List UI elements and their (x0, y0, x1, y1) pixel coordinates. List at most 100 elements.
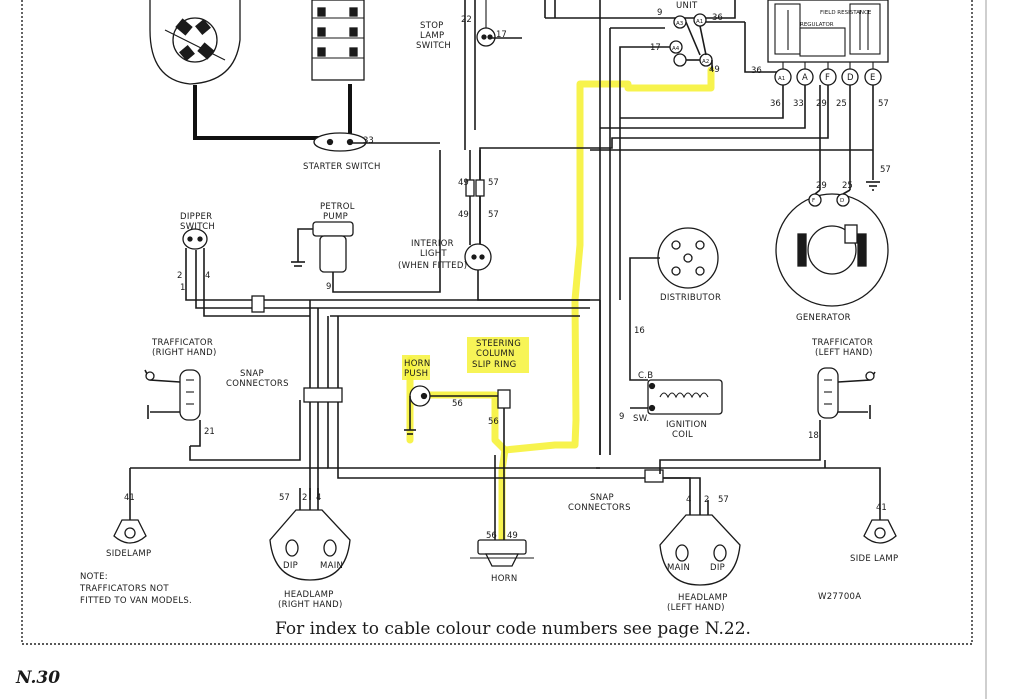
reg-term-f: F (825, 73, 830, 83)
gen-term-f: F (812, 198, 815, 204)
generator (775, 189, 889, 307)
wire-1-dipper: 1 (180, 283, 185, 293)
wire-41-right: 41 (876, 503, 887, 513)
horn-push-label-2: PUSH (404, 369, 428, 379)
steering-column-label-3: SLIP RING (472, 360, 517, 370)
horn-push-label-1: HORN (404, 359, 431, 369)
headlamp-right (269, 488, 351, 581)
wire-36-unit: 36 (712, 13, 723, 23)
snap-connectors-left-label-1: SNAP (240, 369, 264, 379)
petrol-pump (291, 150, 441, 293)
wire-17-unit: 17 (650, 43, 661, 53)
stop-lamp-label-1: STOP (420, 21, 444, 31)
sidelamp-left-label: SIDELAMP (106, 549, 151, 559)
wire-56-slip: 56 (488, 417, 499, 427)
wire-2-dipper: 2 (177, 271, 182, 281)
wire-33: 33 (363, 136, 374, 146)
interior-light-label-2: LIGHT (420, 249, 447, 259)
diagram-border (21, 0, 973, 645)
unit-term-a4: A4 (672, 46, 680, 52)
headlamp-left-label-1: HEADLAMP (678, 593, 728, 603)
headlamp-right-label-2: (RIGHT HAND) (278, 600, 343, 610)
unit-label: UNIT (676, 1, 698, 11)
cable-colour-index-note: For index to cable colour code numbers s… (275, 619, 751, 639)
fuse-block (311, 0, 365, 81)
generator-label: GENERATOR (796, 313, 851, 323)
earth-symbol-reg (866, 181, 880, 191)
reg-term-a1: A1 (778, 76, 785, 82)
starter-switch (313, 132, 440, 152)
regulator-box (744, 0, 889, 73)
wire-21: 21 (204, 427, 215, 437)
sidelamp-left (113, 519, 147, 544)
headlamp-right-label-1: HEADLAMP (284, 590, 334, 600)
horn-label: HORN (491, 574, 518, 584)
dipper-switch-label-2: SWITCH (180, 222, 215, 232)
reg-term-a: A (802, 73, 808, 83)
horn-push (404, 385, 511, 540)
horn (470, 539, 534, 567)
distributor (629, 227, 719, 381)
main-harness (129, 295, 881, 520)
reg-term-d: D (847, 73, 854, 83)
unit-term-a3: A3 (676, 21, 684, 27)
headlamp-l-main: MAIN (667, 563, 690, 573)
starter-cable-left (193, 85, 330, 140)
trafficator-left-label-2: (LEFT HAND) (815, 348, 873, 358)
wire-25-gen: 25 (842, 181, 853, 191)
trafficator-left-label-1: TRAFFICATOR (811, 338, 873, 348)
wire-49-unit: 49 (709, 65, 720, 75)
wire-18: 18 (808, 431, 819, 441)
wire-29-gen: 29 (816, 181, 827, 191)
interior-light-label-3: (WHEN FITTED) (398, 261, 467, 271)
note-line-2: TRAFFICATORS NOT (79, 584, 169, 594)
sidelamp-right (863, 519, 897, 544)
steering-column-label-1: STEERING (476, 339, 521, 349)
sidelamp-right-label: SIDE LAMP (850, 554, 898, 564)
headlamp-left (659, 500, 741, 586)
dipper-switch-label-1: DIPPER (180, 212, 212, 222)
interior-light-label-1: INTERIOR (411, 239, 454, 249)
ignition-coil-label-1: IGNITION (666, 420, 707, 430)
stop-lamp-label-2: LAMP (420, 31, 444, 41)
snap-connectors-left-label-2: CONNECTORS (226, 379, 289, 389)
wire-36-reg: 36 (751, 66, 762, 76)
wire-4-dipper: 4 (205, 271, 210, 281)
wire-9-pump: 9 (326, 282, 331, 292)
highlight-horn-circuit (402, 66, 715, 544)
wire-57-light-b: 57 (488, 210, 499, 220)
wire-2-headlamp-r: 2 (302, 493, 307, 503)
wire-36-a1: 36 (770, 99, 781, 109)
regulator-label: REGULATOR (800, 22, 834, 28)
wire-57-headlamp-r: 57 (279, 493, 290, 503)
reg-term-e: E (870, 73, 875, 83)
field-resistance-label: FIELD RESISTANCE (820, 10, 872, 16)
note-line-3: FITTED TO VAN MODELS. (80, 596, 192, 606)
trafficator-right (144, 369, 201, 447)
wire-56-horn: 56 (486, 531, 497, 541)
headlamp-left-label-2: (LEFT HAND) (667, 603, 725, 613)
regulator-terminals (774, 62, 882, 86)
wire-49-horn: 49 (507, 531, 518, 541)
wire-56-push: 56 (452, 399, 463, 409)
headlamp-r-main: MAIN (320, 561, 343, 571)
headlamp-r-dip: DIP (283, 561, 298, 571)
dipper-switch (182, 228, 310, 317)
wire-57-e: 57 (878, 99, 889, 109)
wire-2-headlamp-l: 2 (704, 495, 709, 505)
wire-25-d: 25 (836, 99, 847, 109)
page-number: N.30 (15, 668, 60, 688)
wire-49-light-a: 49 (458, 178, 469, 188)
drawing-number: W27700A (818, 592, 861, 602)
trafficator-right-label-2: (RIGHT HAND) (152, 348, 217, 358)
wire-29-f: 29 (816, 99, 827, 109)
coil-cb-label: C.B (638, 371, 653, 381)
snap-connectors-right-label-2: CONNECTORS (568, 503, 631, 513)
ignition-coil (630, 379, 723, 415)
wire-4-headlamp-r: 4 (316, 493, 321, 503)
steering-column-label-2: COLUMN (476, 349, 515, 359)
wire-22: 22 (461, 15, 472, 25)
trafficator-left (817, 367, 876, 419)
wire-9-coil: 9 (619, 412, 624, 422)
